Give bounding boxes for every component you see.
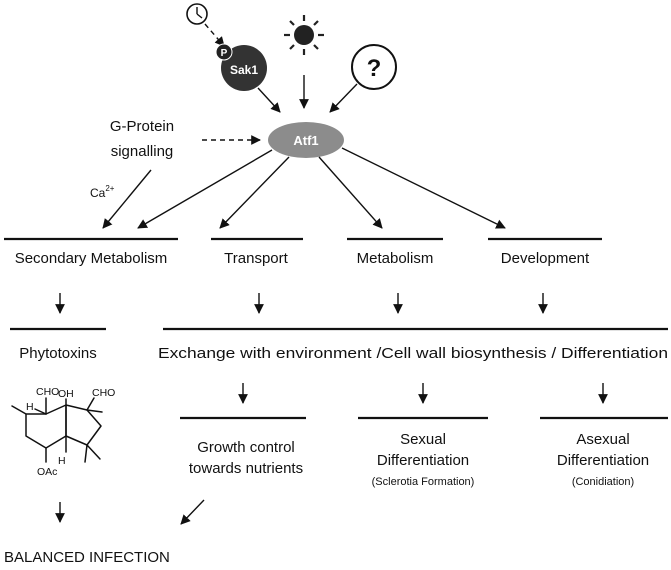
secondary-metabolism-label: Secondary Metabolism	[15, 250, 168, 267]
phosphate-badge: P	[215, 43, 233, 61]
atf1-node: Atf1	[268, 122, 344, 158]
sak1-kinase-node: Sak1	[221, 45, 267, 91]
g-protein-label: G-Protein	[110, 118, 174, 135]
sun-icon	[284, 15, 324, 55]
asexual-differentiation-label: Differentiation	[557, 452, 649, 469]
asexual-label: Asexual	[576, 431, 629, 448]
phosphate-label: P	[221, 48, 228, 59]
question-icon: ?	[351, 44, 397, 90]
phytotoxin-structure: CHO OH CHO H H OAc	[11, 386, 115, 478]
molecule-h-bottom: H	[58, 455, 66, 467]
clock-to-sak1-dashed-arrow	[204, 23, 225, 47]
sak1-label: Sak1	[230, 63, 258, 77]
sexual-label: Sexual	[400, 431, 446, 448]
development-label: Development	[501, 250, 590, 267]
g-protein-to-secondary-metabolism-arrow	[102, 169, 152, 229]
exchange-label: Exchange with environment /Cell wall bio…	[158, 345, 668, 362]
growth-to-infection-arrow	[180, 499, 205, 525]
g-protein-signalling-label: signalling	[111, 143, 174, 160]
molecule-h-left: H	[26, 401, 34, 413]
towards-nutrients-label: towards nutrients	[189, 460, 303, 477]
clock-icon	[186, 3, 208, 25]
unknown-to-atf1-arrow	[329, 83, 358, 113]
molecule-cho-right: CHO	[92, 387, 115, 399]
growth-control-label: Growth control	[197, 439, 295, 456]
atf1-to-transport-arrow	[219, 156, 290, 229]
conidiation-note: (Conidiation)	[572, 476, 634, 488]
atf1-label: Atf1	[293, 133, 318, 148]
sexual-differentiation-label: Differentiation	[377, 452, 469, 469]
calcium-label: Ca2+	[90, 184, 115, 200]
molecule-oh: OH	[58, 388, 74, 400]
atf1-to-metabolism-arrow	[318, 156, 383, 229]
atf1-to-secondary-metabolism-arrow	[137, 149, 273, 229]
metabolism-label: Metabolism	[357, 250, 434, 267]
sak1-to-atf1-arrow	[257, 87, 281, 113]
molecule-oac: OAc	[37, 466, 57, 478]
balanced-infection-label: BALANCED INFECTION	[4, 549, 170, 566]
atf1-to-development-arrow	[341, 147, 506, 229]
molecule-cho-top: CHO	[36, 386, 59, 398]
transport-label: Transport	[224, 250, 288, 267]
question-label: ?	[367, 55, 382, 82]
phytotoxins-label: Phytotoxins	[19, 345, 97, 362]
sclerotia-formation-note: (Sclerotia Formation)	[372, 476, 475, 488]
